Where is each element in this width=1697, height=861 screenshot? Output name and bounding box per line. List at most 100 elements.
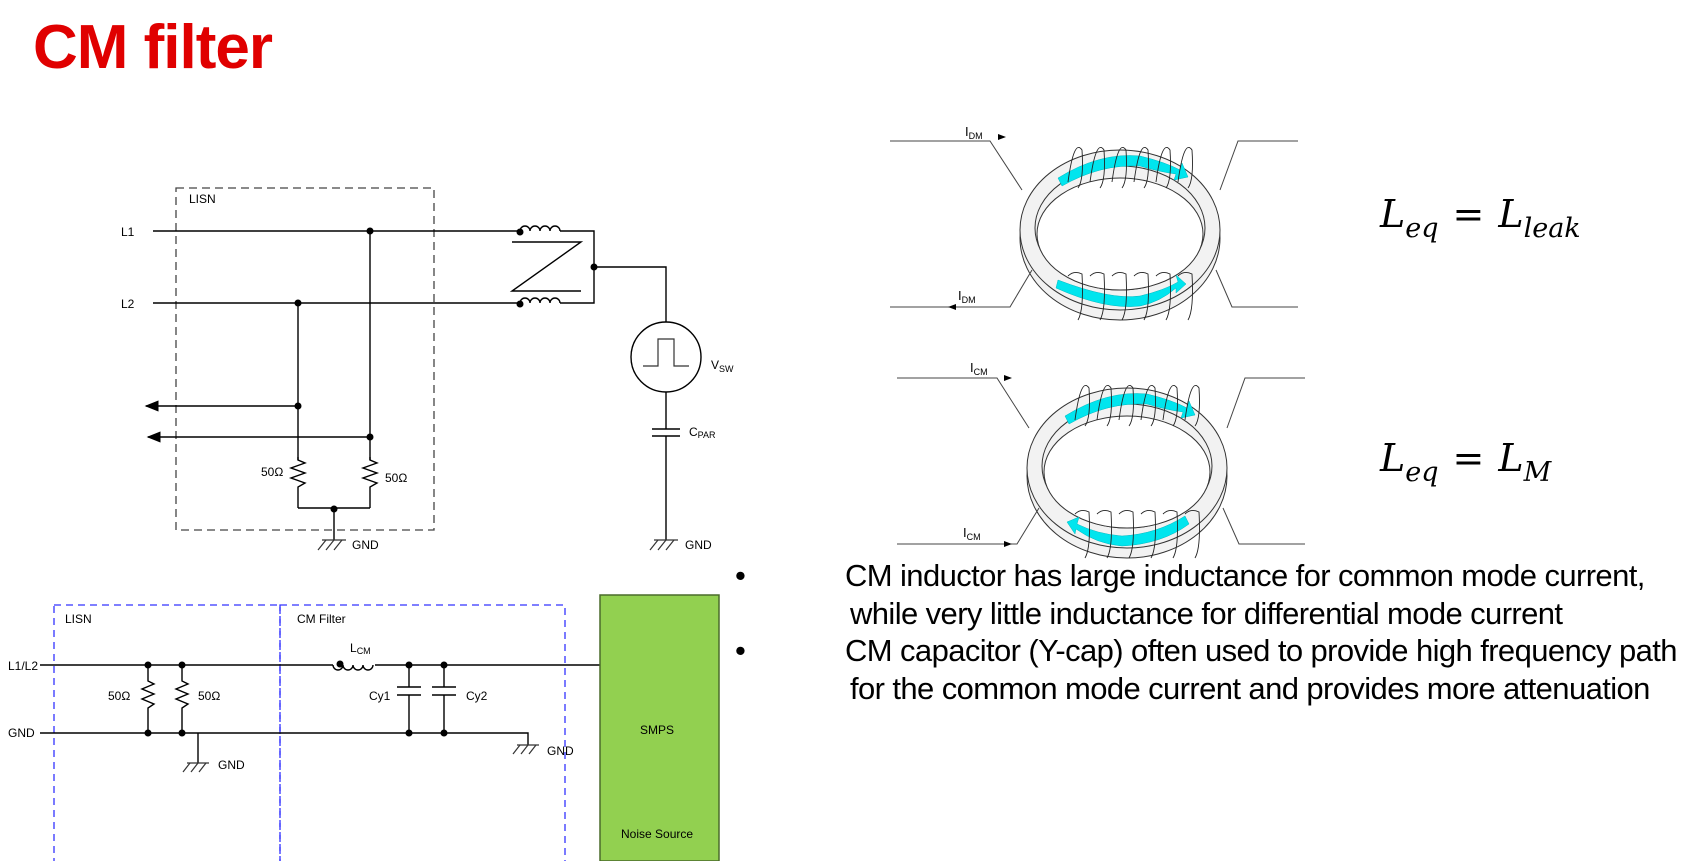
junction-dot (366, 227, 374, 235)
lisn-label: LISN (65, 612, 92, 626)
winding-icon (1155, 271, 1171, 321)
cm-in-label: ICM (970, 360, 988, 377)
gnd-right-label: GND (685, 538, 712, 552)
toroid-hole (1036, 177, 1204, 291)
smps-label: SMPS (640, 723, 674, 737)
dm-in-arrowhead (998, 134, 1006, 140)
resistor-2-label: 50Ω (198, 689, 220, 703)
winding-icon (1089, 271, 1105, 321)
toroid-dm (890, 140, 1298, 321)
resistor-right-label: 50Ω (385, 471, 407, 485)
ground-icon (649, 539, 678, 551)
capacitor-icon (652, 428, 680, 437)
resistor-left (288, 457, 308, 508)
winding-icon (1177, 271, 1193, 321)
winding-icon (1096, 385, 1112, 427)
coupled-inductor-icon (509, 225, 595, 308)
l1-label: L1 (121, 225, 135, 239)
noise-source-label: Noise Source (621, 827, 693, 841)
lead-wire (1226, 377, 1305, 429)
gnd-line-label: GND (8, 726, 35, 740)
equation-dm: Leq=Lleak (1380, 192, 1581, 244)
slide-title: CM filter (33, 13, 273, 82)
cm-inductor-icon (332, 660, 374, 671)
ground-icon (512, 744, 539, 755)
winding-icon (1067, 147, 1083, 189)
current-arrow-icon (1066, 515, 1190, 547)
junction-dot (294, 402, 302, 410)
dm-out-label: IDM (958, 288, 976, 305)
winding-icon (1184, 509, 1200, 559)
ground-icon (182, 762, 209, 773)
winding-icon (1111, 147, 1127, 189)
lisn-box-label: LISN (189, 192, 216, 206)
lead-wire (897, 507, 1040, 545)
resistor-2 (174, 665, 190, 733)
l2-label: L2 (121, 297, 135, 311)
bullet-text: CM inductor has large inductance for com… (845, 558, 1645, 631)
dm-out-arrowhead (948, 304, 956, 310)
pulse-source-icon (630, 321, 702, 393)
cap-label: CPAR (689, 425, 716, 440)
gnd-left-label: GND (352, 538, 379, 552)
bullet-item: • CM capacitor (Y-cap) often used to pro… (735, 632, 1690, 707)
winding-icon (1118, 509, 1134, 559)
winding-icon (1074, 509, 1090, 559)
dm-in-label: IDM (965, 124, 983, 141)
winding-icon (1111, 271, 1127, 321)
winding-icon (1074, 385, 1090, 427)
winding-icon (1177, 147, 1193, 189)
ground-icon (317, 539, 346, 551)
source-label: VSW (711, 358, 734, 374)
gnd-lisn-label: GND (218, 758, 245, 772)
cm-filter-circuit: LISN CM Filter L1/L2 GND LCM 50Ω 50Ω (8, 594, 720, 861)
resistor-1 (140, 665, 156, 733)
winding-icon (1155, 147, 1171, 189)
bullet-marker: • (735, 633, 746, 668)
cm-in-arrowhead (1004, 375, 1012, 381)
gnd-filter-label: GND (547, 744, 574, 758)
cm-out-label: ICM (963, 525, 981, 542)
bullet-text: CM capacitor (Y-cap) often used to provi… (845, 633, 1677, 706)
cap2-label: Cy2 (466, 689, 488, 703)
current-arrow-icon (1055, 274, 1187, 307)
winding-icon (1133, 147, 1149, 189)
lead-wire (1215, 269, 1298, 308)
bullet-marker: • (735, 558, 746, 593)
capacitor-cy1-icon (397, 665, 421, 733)
toroid-hole (1043, 415, 1211, 529)
lisn-circuit: LISN L1 L2 50Ω 50Ω GND (121, 187, 734, 552)
cap1-label: Cy1 (369, 689, 391, 703)
lisn-box (53, 604, 281, 861)
winding-icon (1133, 271, 1149, 321)
winding-icon (1140, 509, 1156, 559)
junction-dot (294, 299, 302, 307)
winding-icon (1162, 385, 1178, 427)
cm-filter-box (279, 604, 566, 861)
cm-out-arrowhead (1004, 541, 1012, 547)
winding-icon (1067, 271, 1083, 321)
inductor-label: LCM (350, 641, 371, 656)
toroid-cm (897, 377, 1305, 559)
lead-wire (890, 269, 1033, 308)
resistor-1-label: 50Ω (108, 689, 130, 703)
winding-icon (1162, 509, 1178, 559)
cm-filter-label: CM Filter (297, 612, 346, 626)
lead-wire (1222, 507, 1305, 545)
bullet-list: • CM inductor has large inductance for c… (735, 557, 1690, 707)
lead-wire (897, 377, 1030, 429)
bullet-item: • CM inductor has large inductance for c… (735, 557, 1690, 632)
gnd-wire (40, 732, 529, 745)
resistor-left-label: 50Ω (261, 465, 283, 479)
winding-icon (1184, 385, 1200, 427)
resistor-right (360, 457, 380, 508)
winding-icon (1089, 147, 1105, 189)
smps-block (599, 594, 720, 861)
junction-dot (366, 433, 374, 441)
equation-cm: Leq=LM (1380, 436, 1552, 488)
source-wire (594, 266, 667, 322)
winding-icon (1140, 385, 1156, 427)
winding-icon (1118, 385, 1134, 427)
lead-wire (1219, 140, 1298, 191)
